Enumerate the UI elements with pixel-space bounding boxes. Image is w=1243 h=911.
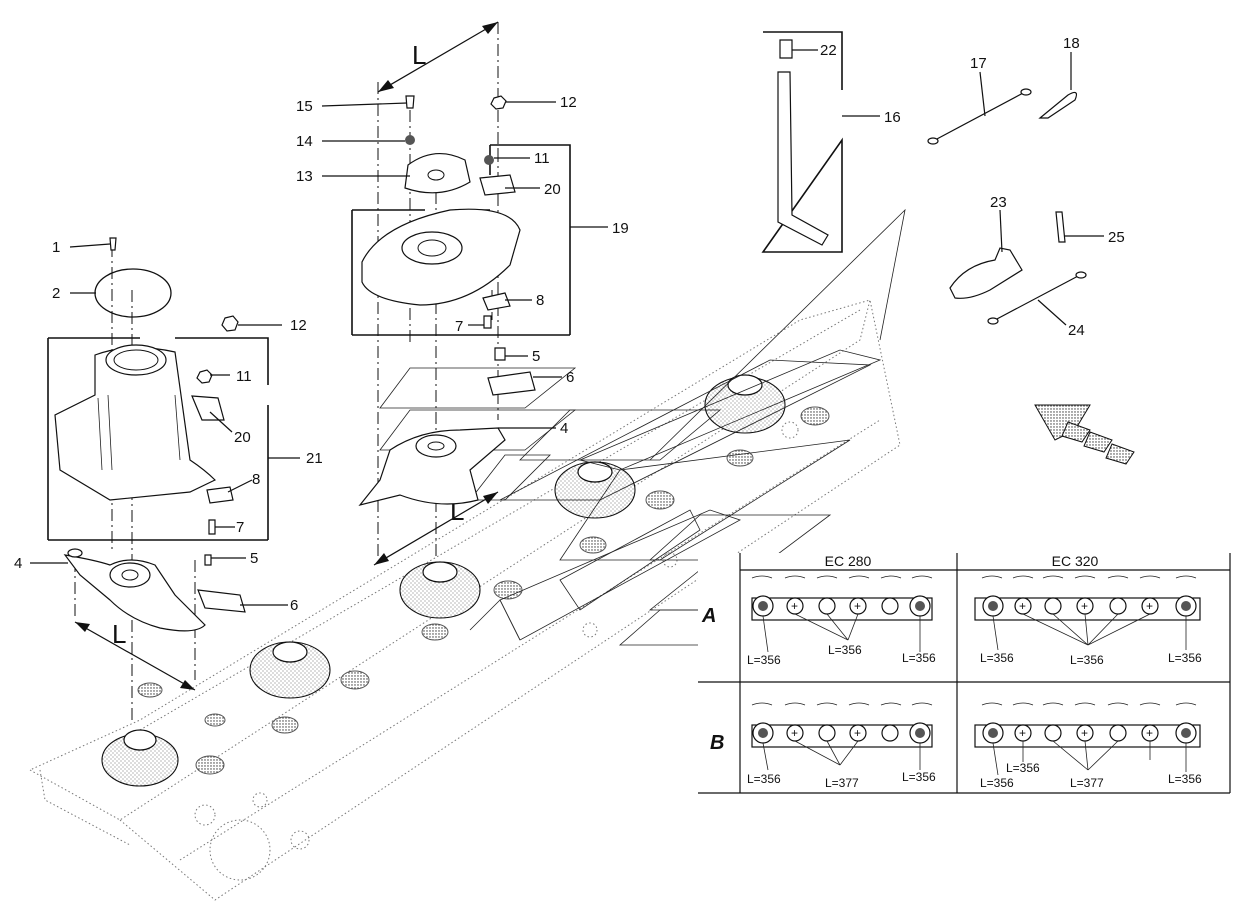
dimension-label-top: L — [412, 40, 426, 70]
b-ec280-label-2: L=377 — [825, 776, 859, 790]
callout-4b: 4 — [560, 420, 568, 437]
a-ec280-label-1: L=356 — [747, 653, 781, 667]
b-ec280-label-1: L=356 — [747, 772, 781, 786]
cell-a-ec320: + + + — [974, 575, 1201, 651]
svg-text:+: + — [1019, 599, 1026, 613]
callout-22: 22 — [820, 42, 837, 59]
cell-a-ec280: + + — [751, 575, 933, 653]
svg-text:+: + — [854, 599, 861, 613]
left-assembly — [47, 237, 269, 541]
svg-text:+: + — [1081, 726, 1088, 740]
b-ec320-label-2: L=356 — [1006, 761, 1040, 775]
callout-5: 5 — [250, 550, 258, 567]
svg-text:+: + — [854, 726, 861, 740]
svg-text:+: + — [1019, 726, 1026, 740]
right-parts — [761, 31, 1135, 465]
svg-text:+: + — [791, 599, 798, 613]
svg-text:+: + — [791, 726, 798, 740]
callout-24: 24 — [1068, 322, 1085, 339]
callout-4: 4 — [14, 555, 22, 572]
callout-8: 8 — [252, 471, 260, 488]
dimension-lines — [74, 21, 499, 691]
table-header-ec320: EC 320 — [1052, 553, 1099, 569]
svg-text:+: + — [1081, 599, 1088, 613]
callout-labels: 1 2 4 5 6 7 8 11 12 20 21 15 14 13 12 11… — [14, 35, 1125, 614]
callout-15: 15 — [296, 98, 313, 115]
row-key-a: A — [701, 605, 716, 627]
row-key-b: B — [710, 732, 724, 754]
callout-11: 11 — [236, 368, 252, 385]
callout-5b: 5 — [532, 348, 540, 365]
middle-assembly — [351, 95, 571, 507]
callout-11b: 11 — [534, 150, 550, 167]
callout-17: 17 — [970, 55, 987, 72]
cell-b-ec280: + + — [751, 702, 933, 771]
callout-7: 7 — [236, 519, 244, 536]
callout-18: 18 — [1063, 35, 1080, 52]
b-ec320-label-3: L=377 — [1070, 776, 1104, 790]
callout-19: 19 — [612, 220, 629, 237]
a-ec280-label-3: L=356 — [902, 651, 936, 665]
callout-23: 23 — [990, 194, 1007, 211]
callout-7b: 7 — [455, 318, 463, 335]
callout-25: 25 — [1108, 229, 1125, 246]
table-header-ec280: EC 280 — [825, 553, 872, 569]
callout-2: 2 — [52, 285, 60, 302]
callout-21: 21 — [306, 450, 323, 467]
callout-6b: 6 — [566, 369, 574, 386]
leader-lines — [30, 49, 1104, 606]
callout-12b: 12 — [560, 94, 577, 111]
callout-8b: 8 — [536, 292, 544, 309]
callout-1: 1 — [52, 239, 60, 256]
callout-13: 13 — [296, 168, 313, 185]
svg-text:+: + — [1146, 599, 1153, 613]
dimension-label-left: L — [112, 619, 126, 649]
cutter-bar-outline — [28, 299, 901, 901]
disc-hubs — [101, 374, 830, 787]
callout-20b: 20 — [544, 181, 561, 198]
cell-b-ec320: + + + — [974, 702, 1201, 776]
a-ec320-label-2: L=356 — [1070, 653, 1104, 667]
callout-14: 14 — [296, 133, 313, 150]
b-ec280-label-3: L=356 — [902, 770, 936, 784]
b-ec320-label-1: L=356 — [980, 776, 1014, 790]
a-ec280-label-2: L=356 — [828, 643, 862, 657]
a-ec320-label-1: L=356 — [980, 651, 1014, 665]
config-table: EC 280 EC 320 A B + + L=356 L=356 L=356 … — [698, 553, 1231, 794]
left-disc-4 — [63, 548, 246, 632]
b-ec320-label-4: L=356 — [1168, 772, 1202, 786]
callout-16: 16 — [884, 109, 901, 126]
a-ec320-label-3: L=356 — [1168, 651, 1202, 665]
callout-20: 20 — [234, 429, 251, 446]
callout-6: 6 — [290, 597, 298, 614]
svg-text:+: + — [1146, 726, 1153, 740]
callout-12: 12 — [290, 317, 307, 334]
